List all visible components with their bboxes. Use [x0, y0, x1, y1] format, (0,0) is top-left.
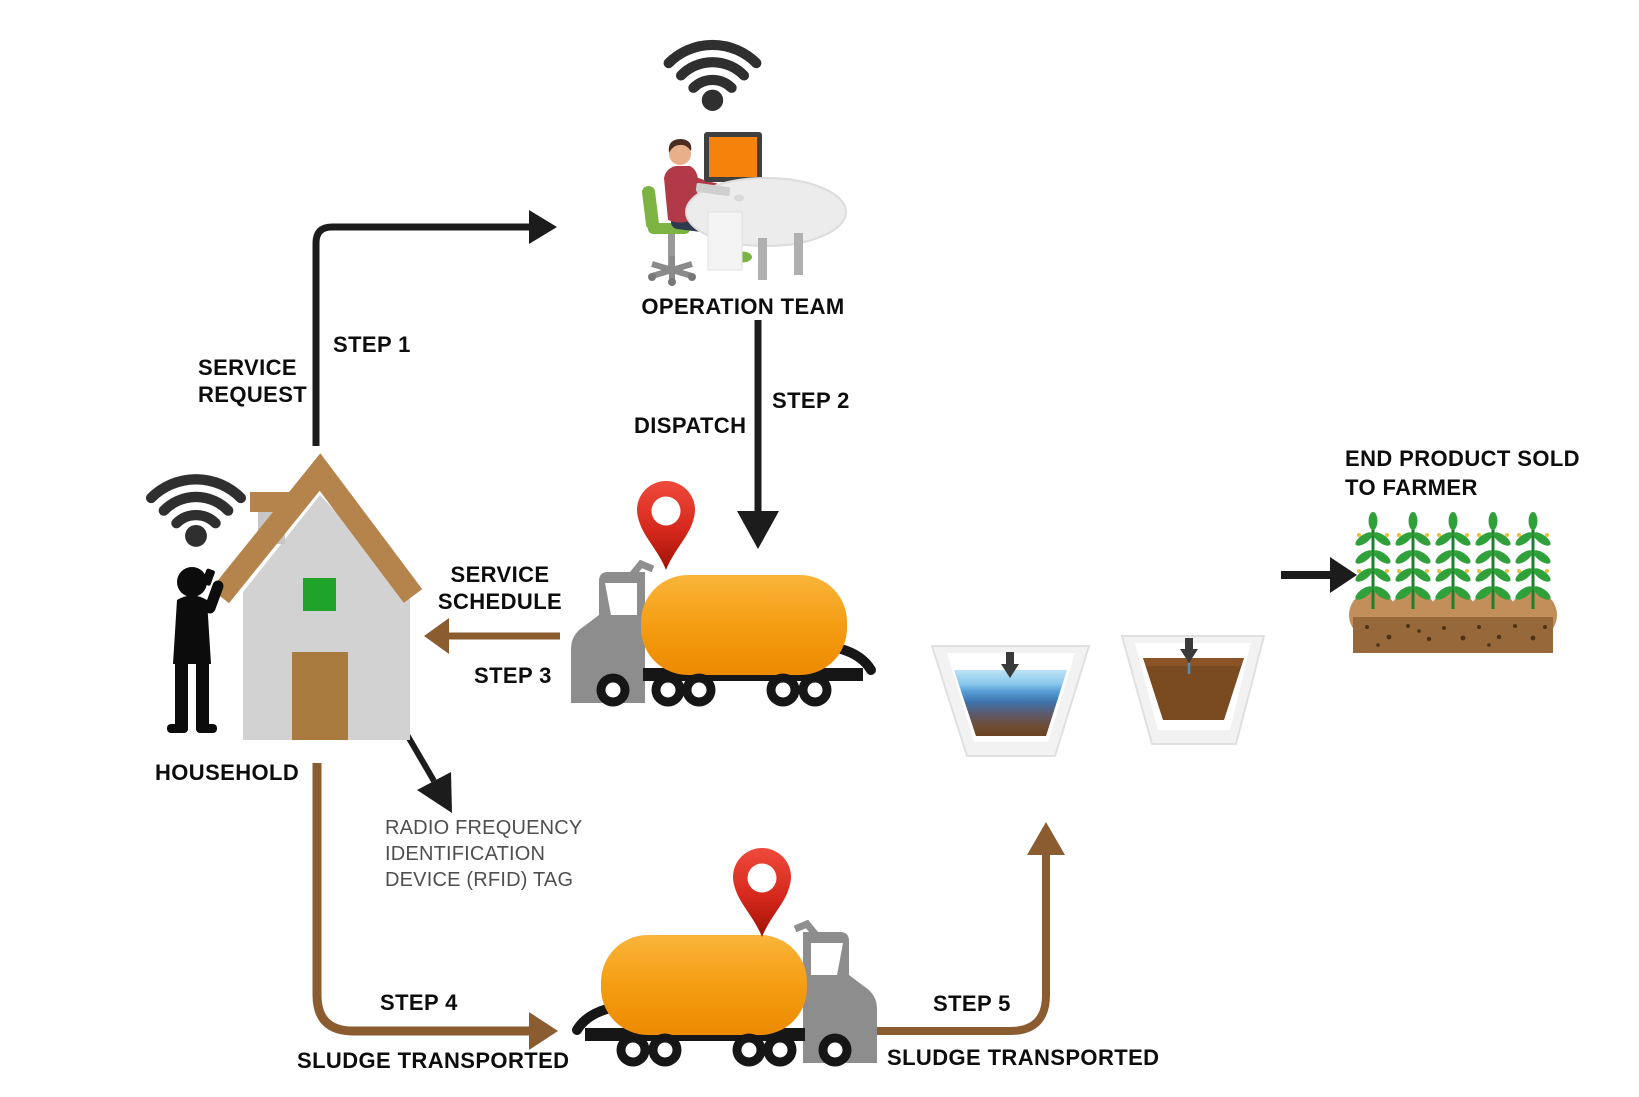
step2-arrowhead [737, 511, 779, 549]
household-label: HOUSEHOLD [155, 760, 300, 785]
service-schedule-label: SERVICE SCHEDULE [430, 561, 570, 615]
end-product-label: END PRODUCT SOLD TO FARMER [1345, 444, 1580, 502]
keyboard [695, 182, 744, 202]
rfid-note-line2: IDENTIFICATION [385, 843, 546, 865]
tank-sludge [1143, 658, 1244, 720]
service-schedule-line1: SERVICE [450, 562, 550, 587]
rfid-note-line3: DEVICE (RFID) TAG [385, 869, 574, 891]
rfid-tag-note: RADIO FREQUENCY IDENTIFICATION DEVICE (R… [385, 815, 582, 893]
truck-window [605, 583, 637, 615]
truck-window [811, 943, 843, 975]
step4-arrowhead [529, 1012, 558, 1050]
household-person-silhouette [167, 567, 224, 733]
operation-team-label: OPERATION TEAM [641, 294, 845, 319]
soil-base [1353, 617, 1553, 653]
service-request-line1: SERVICE [198, 355, 297, 380]
service-schedule-line2: SCHEDULE [437, 589, 563, 614]
end-product-line2: TO FARMER [1345, 475, 1478, 500]
tank-faucet [1001, 652, 1019, 678]
house-roof [213, 453, 423, 604]
wifi-icon [663, 39, 762, 111]
household-house [213, 453, 423, 740]
rfid-note-line1: RADIO FREQUENCY [385, 817, 583, 839]
house-walls [243, 495, 410, 740]
dispatch-label: DISPATCH [634, 413, 747, 438]
step5-arrow [872, 853, 1050, 1035]
rfid-pointer-arrowhead [417, 772, 452, 813]
truck-hose [572, 1004, 612, 1035]
step4-arrow [312, 763, 531, 1036]
location-pin-icon [637, 481, 695, 570]
step1-arrow [312, 223, 531, 446]
truck-hose [836, 644, 876, 675]
tank-faucet [1180, 638, 1198, 663]
operation-team-illustration [642, 132, 847, 286]
truck-tank [641, 575, 847, 675]
step1-arrowhead [529, 210, 557, 244]
location-pin-icon [733, 848, 791, 937]
tank-water [954, 670, 1067, 736]
truck-wheels [596, 673, 832, 707]
settling-tank [930, 645, 1091, 757]
step4-label: STEP 4 [380, 990, 458, 1015]
vacuum-tanker-truck [571, 559, 876, 707]
rfid-tag-square [303, 578, 336, 611]
step3-label: STEP 3 [474, 663, 552, 688]
step5-label: STEP 5 [933, 991, 1011, 1016]
sludge-transported-label-step5: SLUDGE TRANSPORTED [887, 1045, 1160, 1070]
truck-tank [601, 935, 807, 1035]
step2-label: STEP 2 [772, 388, 850, 413]
service-request-line2: REQUEST [198, 382, 308, 407]
vacuum-tanker-truck [572, 919, 877, 1067]
tank-sludge-surface [1143, 658, 1244, 666]
soil-speckles [1365, 624, 1547, 647]
farmer-arrowhead [1330, 557, 1357, 593]
step3-arrowhead [424, 618, 449, 654]
drying-tank [1120, 635, 1266, 745]
plants [1355, 512, 1551, 609]
step5-arrowhead [1027, 822, 1065, 855]
house-door [292, 652, 348, 740]
end-product-line1: END PRODUCT SOLD [1345, 446, 1580, 471]
crops-illustration [1349, 512, 1557, 653]
step1-label: STEP 1 [333, 332, 411, 357]
truck-wheels [616, 1033, 852, 1067]
sludge-transported-label-step4: SLUDGE TRANSPORTED [297, 1048, 570, 1073]
service-request-label: SERVICE REQUEST [198, 354, 307, 408]
wifi-icon [145, 474, 247, 547]
